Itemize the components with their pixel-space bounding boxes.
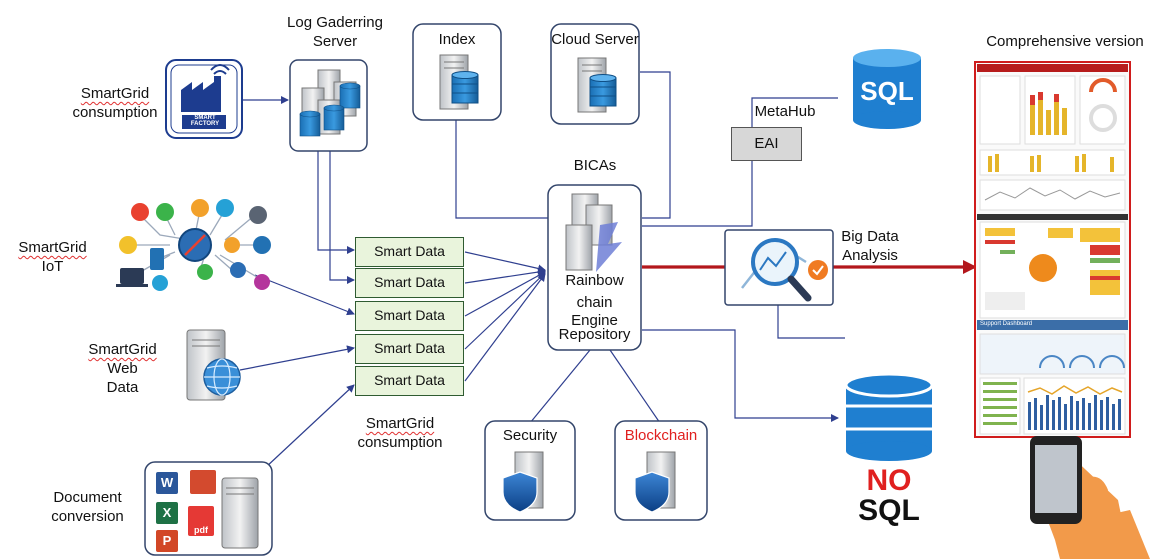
sd3-to-engine-arrow [464,271,546,317]
engine-to-security-line [529,349,591,424]
shield-server-icon [634,451,676,513]
smart-factory-line1: SMART [194,115,216,121]
smartgrid-consumption-label: SmartGrid consumption [60,84,170,122]
cloud-server-label: Cloud Server [551,31,639,48]
dashboard-screenshot [974,61,1131,438]
log-to-smartdata-arrow-2 [329,150,355,284]
sd1-to-engine-arrow [464,251,546,273]
sql-database-icon [853,49,921,129]
bicas-to-nosql-arrow [642,329,839,422]
index-to-bicas-line [455,120,548,219]
smartgrid-consumption-bottom-line1: SmartGrid [365,415,435,432]
nosql-label-no: NO [866,464,912,497]
smartgrid-web-line1: SmartGrid [88,341,157,358]
smart-data-box: Smart Data [355,237,464,267]
eai-to-sql-line [751,97,838,127]
bicas-label: BICAs [573,157,617,174]
server-icon [577,57,617,113]
cloud-to-bicas-line [640,71,671,219]
smartgrid-iot-line1: SmartGrid [18,239,87,256]
smart-factory-caption: SMART FACTORY [180,115,230,127]
pdf-doc-icon: pdf [194,525,208,535]
smartphone-hand-icon [1030,436,1150,559]
smartgrid-web-line3: Data [106,379,139,396]
smartgrid-consumption-line1: SmartGrid [80,85,150,102]
rainbow-line2: chain [576,294,613,311]
eai-to-bicas-line [642,161,753,227]
server-stack-icon [299,69,361,137]
iot-to-smartdata-arrow [254,274,355,316]
sd4-to-engine-arrow [464,272,546,350]
smartgrid-iot-label: SmartGrid IoT [10,238,95,276]
rainbow-chain-servers-icon [565,193,622,272]
document-conversion-label: Document conversion [40,488,135,526]
smartgrid-consumption-bottom-line2: consumption [357,434,443,451]
excel-doc-icon: X [162,505,172,520]
rainbow-line4: Repository [558,326,631,343]
engine-to-blockchain-line [609,349,661,424]
analysis-to-nosql-line [777,305,845,339]
document-conversion-line1: Document [53,489,122,506]
big-data-line2: Analysis [842,247,898,264]
analytics-magnifier-icon [741,238,812,302]
big-data-analysis-label: Big Data Analysis [830,227,910,265]
doc-to-smartdata-arrow [264,384,355,469]
log-gathering-label: Log Gaderring Server [270,13,400,51]
log-to-smartdata-arrow-1 [317,150,355,254]
smart-data-box: Smart Data [355,268,464,298]
check-badge-icon [808,260,828,280]
log-gathering-line2: Server [312,33,358,50]
smart-factory-icon [165,59,243,139]
sd5-to-engine-arrow [464,273,546,382]
rainbow-chain-label: Rainbow chain Engine Repository [548,270,641,346]
dashboard-header-label: Support Dashboard [980,321,1033,327]
sql-label: SQL [860,76,914,106]
ppt-doc-icon: P [162,533,172,548]
security-label: Security [502,427,558,444]
rainbow-line3: Engine [571,312,618,329]
nosql-database-icon [844,372,934,461]
blockchain-label: Blockchain [624,427,698,444]
word-doc-icon: W [160,475,174,490]
nosql-label-sql: SQL [858,494,920,527]
comprehensive-version-label: Comprehensive version [986,33,1144,50]
rainbow-line1: Rainbow [565,272,624,289]
smartgrid-iot-line2: IoT [41,258,64,275]
document-conversion-line2: conversion [51,508,124,525]
smartgrid-web-line2: Web [107,360,138,377]
metahub-label: MetaHub [754,103,816,120]
server-icon [439,54,479,110]
smartgrid-consumption-line2: consumption [72,104,158,121]
index-label: Index [438,31,476,48]
smart-data-box: Smart Data [355,334,464,364]
smart-factory-line2: FACTORY [190,121,220,127]
shield-server-icon [502,451,544,513]
smart-data-box: Smart Data [355,366,464,396]
iot-network-icon [116,199,271,291]
smartgrid-consumption-bottom-label: SmartGrid consumption [345,414,455,452]
smart-data-box: Smart Data [355,301,464,331]
web-to-smartdata-arrow [239,345,355,371]
connectors [239,71,845,469]
office-documents-icon [156,470,259,552]
big-data-line1: Big Data [841,228,899,245]
eai-box: EAI [731,127,802,161]
web-globe-server-icon [186,329,241,401]
log-gathering-line1: Log Gaderring [287,14,383,31]
sd2-to-engine-arrow [464,268,546,284]
smartgrid-web-label: SmartGrid Web Data [75,340,170,397]
